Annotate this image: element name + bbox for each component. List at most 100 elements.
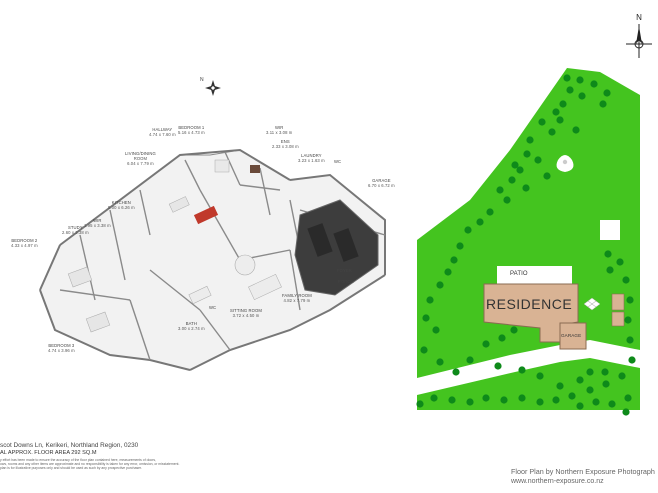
tree-icon xyxy=(608,400,616,408)
room-label-foyer: FOYER xyxy=(337,268,352,273)
room-label-wc-top: WC xyxy=(334,159,342,164)
tree-icon xyxy=(482,394,490,402)
room-label-porch: PORCH xyxy=(338,279,354,284)
garage-building xyxy=(559,322,587,350)
tree-icon xyxy=(534,156,542,164)
credit-text: Floor Plan by Northern Exposure Photogra… xyxy=(511,467,655,476)
site-label-garage: GARAGE xyxy=(561,333,582,338)
water-feature xyxy=(556,155,574,172)
tree-icon xyxy=(432,326,440,334)
tree-icon xyxy=(526,136,534,144)
tree-icon xyxy=(508,176,516,184)
floor-area: AL APPROX. FLOOR AREA 292 SQ.M xyxy=(0,450,97,456)
tree-icon xyxy=(436,281,444,289)
tree-icon xyxy=(430,394,438,402)
tree-icon xyxy=(452,368,460,376)
tree-icon xyxy=(426,296,434,304)
tree-icon xyxy=(466,398,474,406)
tree-icon xyxy=(420,346,428,354)
tree-icon xyxy=(568,392,576,400)
tree-icon xyxy=(559,100,567,108)
floor-plan-3d xyxy=(39,80,386,371)
footer-info: scot Downs Ln, Kerikeri, Northland Regio… xyxy=(0,442,300,471)
tree-icon xyxy=(624,316,632,324)
tree-icon xyxy=(603,89,611,97)
tree-icon xyxy=(566,86,574,94)
trees xyxy=(416,74,636,416)
tree-icon xyxy=(592,398,600,406)
tree-icon xyxy=(628,356,636,364)
tree-icon xyxy=(586,386,594,394)
site-plan xyxy=(416,68,640,416)
tree-icon xyxy=(563,74,571,82)
tree-icon xyxy=(486,208,494,216)
tree-icon xyxy=(498,334,506,342)
tree-icon xyxy=(496,186,504,194)
tree-icon xyxy=(602,380,610,388)
walls xyxy=(39,148,386,371)
credit-block: Floor Plan by Northern Exposure Photogra… xyxy=(511,467,655,485)
compass-3d-letter: N xyxy=(200,77,204,83)
tree-icon xyxy=(536,372,544,380)
tree-icon xyxy=(503,196,511,204)
tree-icon xyxy=(510,326,518,334)
tree-icon xyxy=(618,372,626,380)
tree-icon xyxy=(590,80,598,88)
tree-icon xyxy=(552,396,560,404)
tree-icon xyxy=(538,118,546,126)
tree-icon xyxy=(450,256,458,264)
tree-icon xyxy=(436,358,444,366)
tree-icon xyxy=(482,340,490,348)
property-address: scot Downs Ln, Kerikeri, Northland Regio… xyxy=(0,442,139,449)
tree-icon xyxy=(576,402,584,410)
tree-icon xyxy=(456,242,464,250)
tree-icon xyxy=(464,226,472,234)
tree-icon xyxy=(548,128,556,136)
tree-icon xyxy=(552,108,560,116)
north-compass-icon: N xyxy=(626,13,652,58)
tree-icon xyxy=(494,362,502,370)
shed-right-2 xyxy=(611,311,625,327)
site-label-residence: RESIDENCE xyxy=(486,296,573,312)
garage-floor xyxy=(294,199,379,296)
tree-icon xyxy=(576,76,584,84)
credit-url[interactable]: www.northern-exposure.co.nz xyxy=(511,478,604,485)
tree-icon xyxy=(522,184,530,192)
north-letter: N xyxy=(636,13,642,22)
tree-icon xyxy=(599,100,607,108)
tree-icon xyxy=(604,250,612,258)
tree-icon xyxy=(422,314,430,322)
tree-icon xyxy=(622,276,630,284)
tree-icon xyxy=(622,408,630,416)
shed-right-1 xyxy=(611,293,625,311)
tree-icon xyxy=(626,336,634,344)
tree-icon xyxy=(476,218,484,226)
patio xyxy=(497,266,572,286)
tree-icon xyxy=(444,268,452,276)
tree-icon xyxy=(556,382,564,390)
tree-icon xyxy=(626,296,634,304)
tree-icon xyxy=(543,172,551,180)
disclaimer: y effort has been made to ensure the acc… xyxy=(0,458,180,471)
tree-icon xyxy=(523,150,531,158)
tree-icon xyxy=(624,394,632,402)
tree-icon xyxy=(606,266,614,274)
tree-icon xyxy=(518,394,526,402)
room-label-wc-mid: WC xyxy=(209,305,217,310)
tree-icon xyxy=(578,92,586,100)
tree-icon xyxy=(616,258,624,266)
outbuilding xyxy=(600,220,620,240)
